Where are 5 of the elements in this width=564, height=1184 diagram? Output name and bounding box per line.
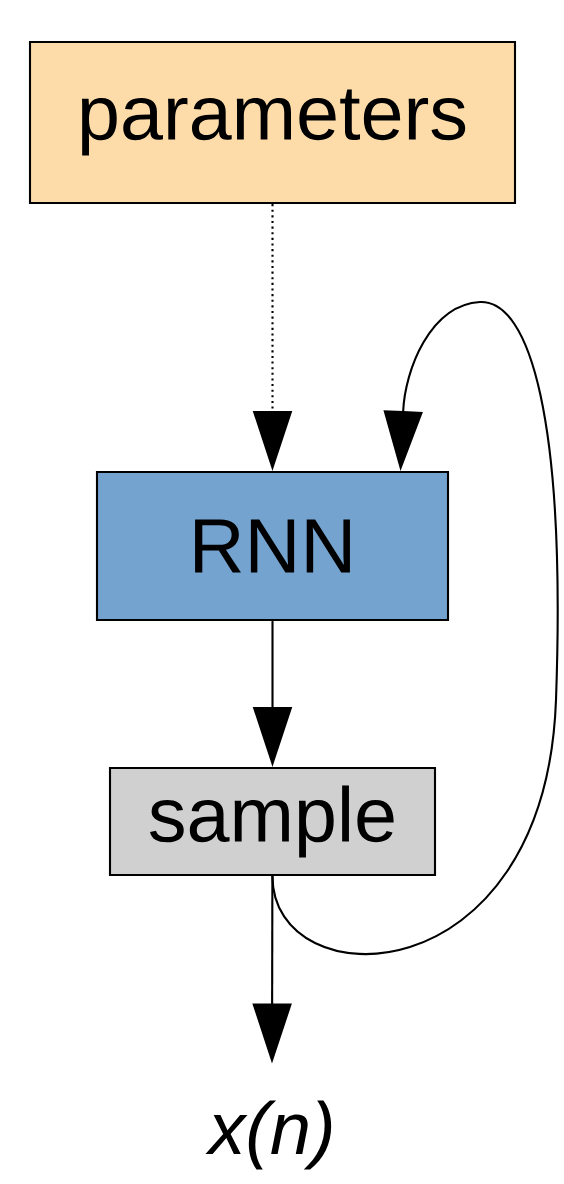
process-box: RNN xyxy=(95,470,450,622)
process-box: parameters xyxy=(28,40,517,205)
output-label: x(n) xyxy=(205,1100,332,1170)
process-box: sample xyxy=(108,766,437,877)
arrow xyxy=(271,300,559,955)
